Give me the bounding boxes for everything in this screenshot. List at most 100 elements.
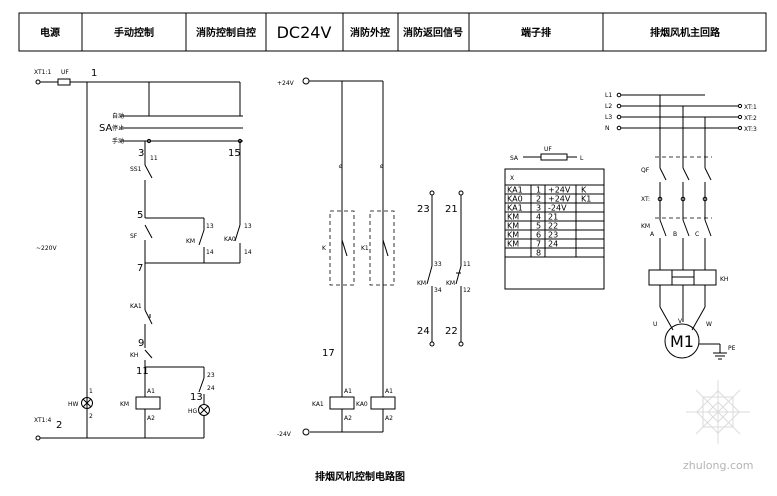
label-stop: 停止 <box>112 124 124 132</box>
terminal-cell-r1-c3: K1 <box>581 195 591 204</box>
label-sa-terminal: SA <box>510 155 519 162</box>
label-ka1-coil: KA1 <box>312 401 324 408</box>
switch-sf <box>144 224 153 239</box>
fuse-uf-terminal <box>540 153 568 161</box>
terminal-cell-r0-c1: 1 <box>536 186 541 195</box>
label-hw: HW <box>68 401 79 408</box>
terminal-cell-r7-c1: 8 <box>536 249 541 258</box>
main-power-circuit: L1 L2 L3 N XT:1 XT:2 XT:3 QF XT: K <box>605 92 757 360</box>
label-v: V <box>678 318 683 325</box>
label-l3: L3 <box>605 114 612 121</box>
terminal-cell-r2-c2: -24V <box>548 204 567 213</box>
label-a1-km: A1 <box>147 388 155 395</box>
terminal-cell-r5-c1: 6 <box>536 231 541 240</box>
label-220v: ~220V <box>36 245 57 252</box>
contact-km-hold <box>198 229 205 246</box>
contact-km-23-24 <box>426 265 433 285</box>
label-w: W <box>706 321 712 328</box>
label-ka0: KA0 <box>224 236 236 243</box>
header-cell-fire-feedback: 消防返回信号 <box>403 26 463 39</box>
node-2: 2 <box>56 420 62 431</box>
header-cell-power: 电源 <box>40 26 60 39</box>
label-33: 33 <box>434 261 442 268</box>
terminal-cell-r3-c1: 4 <box>536 213 541 222</box>
label-a1-ka1: A1 <box>344 388 352 395</box>
terminal-cell-r6-c0: KM <box>507 240 519 249</box>
label-23-top: 23 <box>417 204 430 215</box>
label-xt2-right: XT:2 <box>744 115 757 122</box>
coil-ka1 <box>329 396 355 410</box>
terminal-cell-r6-c1: 7 <box>536 240 541 249</box>
label-kh-main: KH <box>720 276 728 283</box>
label-a2-km: A2 <box>147 415 155 422</box>
dc24v-circuit: +24V ø ø K K1 17 A1 A1 A2 A2 KA1 KA0 -24… <box>277 77 396 438</box>
contact-ka1 <box>144 309 153 325</box>
tick-a: ø <box>339 163 343 170</box>
terminal-cell-r0-c0: KA1 <box>507 186 523 195</box>
label-xt1-bottom: XT1:4 <box>34 417 52 424</box>
label-m1: M1 <box>670 332 694 351</box>
terminal-cell-r5-c2: 23 <box>548 231 558 240</box>
label-24-bottom: 24 <box>417 326 430 337</box>
label-l1: L1 <box>605 92 612 99</box>
label-ka0-coil: KA0 <box>356 401 368 408</box>
terminal-cell-r6-c2: 24 <box>548 240 558 249</box>
label-xt1-right: XT:1 <box>744 104 757 111</box>
label-a-phase: A <box>650 231 655 238</box>
label-km-left: KM <box>417 280 426 287</box>
label-l-terminal: L <box>580 155 584 162</box>
motor-m1 <box>664 323 700 359</box>
node-17: 17 <box>322 348 335 359</box>
terminal-cell-r4-c0: KM <box>507 222 519 231</box>
terminal-cell-r1-c2: +24V <box>548 195 571 204</box>
breaker-qf-b <box>682 167 690 181</box>
terminal-cell-r5-c0: KM <box>507 231 519 240</box>
label-ss1: SS1 <box>130 166 142 173</box>
terminal-cell-r1-c0: KA0 <box>507 195 523 204</box>
node-3: 3 <box>138 148 144 159</box>
node-5: 5 <box>137 210 143 221</box>
label-km-contact: KM <box>186 238 195 245</box>
switch-ss1 <box>144 164 153 179</box>
label-manual: 手动 <box>112 137 124 145</box>
diagram-title: 排烟风机控制电路图 <box>315 470 405 483</box>
watermark-text: zhulong.com <box>683 459 753 472</box>
contact-k <box>341 239 348 257</box>
label-l2: L2 <box>605 103 612 110</box>
label-11: 11 <box>463 261 471 268</box>
label-14a: 14 <box>206 249 214 256</box>
terminal-cell-r2-c1: 3 <box>536 204 541 213</box>
label-auto: 自动 <box>112 112 124 120</box>
node-7: 7 <box>137 263 143 274</box>
label-xt1-top: XT1:1 <box>34 69 52 76</box>
terminal-cell-r3-c2: 21 <box>548 213 558 222</box>
contact-k1 <box>382 239 389 257</box>
terminal-cell-r2-c0: KA1 <box>507 204 523 213</box>
terminal-table <box>504 168 605 290</box>
label-uf-terminal: UF <box>544 146 552 153</box>
breaker-qf-c <box>704 167 712 181</box>
header-cell-fan-main-circuit: 排烟风机主回路 <box>650 26 721 39</box>
label-22-bottom: 22 <box>445 326 458 337</box>
label-minus-24v: -24V <box>277 431 292 438</box>
node-11: 11 <box>136 366 149 377</box>
header-table: 电源 手动控制 消防控制自控 DC24V 消防外控 消防返回信号 端子排 排烟风… <box>18 12 767 52</box>
label-uf: UF <box>61 69 69 76</box>
contact-km-21-22 <box>455 265 462 285</box>
header-cell-fire-external: 消防外控 <box>350 26 390 39</box>
label-c-phase: C <box>695 231 699 238</box>
label-23: 23 <box>207 372 215 379</box>
label-km-right: KM <box>446 280 455 287</box>
tick-b: ø <box>380 163 384 170</box>
label-u: U <box>653 321 657 328</box>
node-1: 1 <box>91 68 97 79</box>
node-1b: 1 <box>89 388 93 395</box>
terminal-cell-r4-c1: 5 <box>536 222 541 231</box>
coil-km <box>135 396 161 410</box>
label-b-phase: B <box>673 231 677 238</box>
terminal-cell-r1-c1: 2 <box>536 195 541 204</box>
terminal-header-x: X <box>510 175 514 182</box>
label-k: K <box>322 245 327 252</box>
